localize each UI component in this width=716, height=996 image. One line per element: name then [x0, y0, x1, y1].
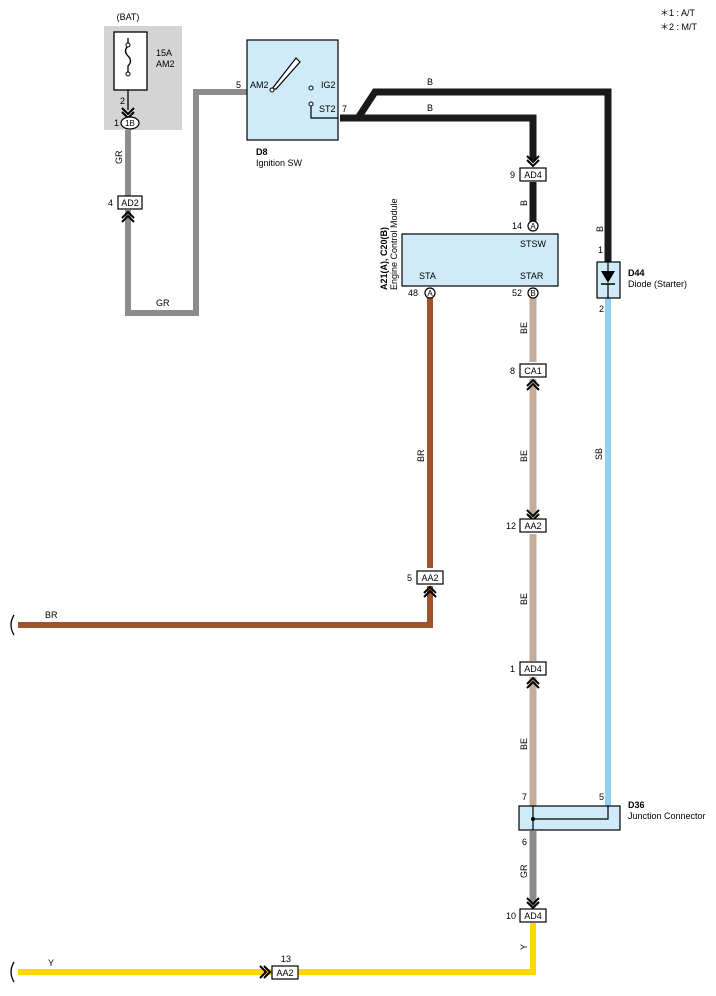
connector-aa2-be	[519, 518, 547, 533]
connector-aa2-y-pin: 13	[281, 954, 291, 964]
ignition-lever-icon	[270, 57, 301, 90]
fuse-icon	[124, 38, 132, 74]
wire-label-gr-bottom: GR	[156, 298, 170, 308]
connector-ad4-mid	[519, 661, 547, 676]
fuse-rating: 15A	[156, 48, 172, 58]
diode-pin-in: 1	[598, 245, 603, 255]
ignition-term-ig2: IG2	[321, 80, 336, 90]
ignition-term-st2: ST2	[319, 104, 336, 114]
connector-ad2	[117, 195, 143, 210]
connector-ad4-top	[519, 167, 547, 182]
connector-aa2-br-code: AA2	[421, 573, 438, 583]
ignition-id: D8	[256, 147, 268, 157]
ecm-name: Engine Control Module	[389, 198, 399, 290]
ecm-conn-star	[527, 287, 539, 299]
ecm-term-stsw: STSW	[520, 239, 547, 249]
ecm-block	[401, 233, 559, 287]
aa2-y-chevron-icon	[259, 965, 272, 979]
ecm-conn-star-code: B	[530, 289, 535, 298]
ad4-bot-chevron-icon	[526, 897, 540, 910]
fuse-name: AM2	[156, 59, 175, 69]
connector-aa2-be-code: AA2	[524, 521, 541, 531]
wire-label-b-lower: B	[427, 103, 433, 113]
ignition-pin-st2: 7	[342, 104, 347, 114]
connector-ad4-top-code: AD4	[524, 170, 542, 180]
connector-ad4-top-pin: 9	[510, 170, 515, 180]
ecm-pin-star: 52	[512, 288, 522, 298]
wire-label-b-upper: B	[427, 77, 433, 87]
connector-ca1-code: CA1	[524, 366, 542, 376]
ad2-chevron-icon	[121, 210, 135, 223]
ecm-conn-sta	[424, 287, 436, 299]
connector-ad4-mid-code: AD4	[524, 664, 542, 674]
wire-y	[298, 923, 536, 975]
ignition-term-am2: AM2	[250, 80, 269, 90]
wire-gr-loop	[125, 89, 247, 316]
junction-name: Junction Connector	[628, 811, 706, 821]
battery-conn-code: 1B	[125, 119, 135, 128]
ecm-id: A21(A), C20(B)	[379, 227, 389, 290]
connector-aa2-be-pin: 12	[506, 521, 516, 531]
wire-label-be-2: BE	[519, 450, 529, 462]
wire-label-b-diode: B	[595, 226, 605, 232]
wire-br-lower	[18, 586, 433, 628]
battery-label: (BAT)	[117, 12, 140, 22]
junction-pin-7: 7	[522, 792, 527, 802]
ecm-term-sta: STA	[419, 271, 436, 281]
junction-pin-6: 6	[522, 837, 527, 847]
connector-ca1-pin: 8	[510, 366, 515, 376]
wire-label-br-vert: BR	[416, 449, 426, 462]
connector-aa2-y-code: AA2	[276, 968, 293, 978]
ignition-name: Ignition SW	[256, 158, 303, 168]
ecm-conn-sta-code: A	[427, 289, 433, 298]
connector-ad4-bot-pin: 10	[506, 911, 516, 921]
wire-label-y-horiz: Y	[48, 958, 54, 968]
connector-ca1	[519, 363, 547, 378]
connector-ad4-bot	[519, 908, 547, 923]
wire-break-y	[10, 961, 15, 983]
legend-note-2: ＊2 : M/T	[660, 22, 698, 32]
connector-aa2-y	[271, 965, 299, 980]
aa2-br-chevron-icon	[423, 585, 437, 598]
diode-pin-out: 2	[599, 304, 604, 314]
battery-connector	[120, 116, 140, 130]
battery-pin-top: 2	[120, 96, 125, 106]
connector-ad2-code: AD2	[121, 198, 139, 208]
junction-block	[518, 805, 621, 831]
ecm-pin-stsw: 14	[512, 221, 522, 231]
wire-break-br	[10, 614, 15, 636]
ignition-pin-am2: 5	[236, 80, 241, 90]
wire-label-be-4: BE	[519, 738, 529, 750]
junction-pin-5: 5	[599, 792, 604, 802]
wire-label-be-1: BE	[519, 322, 529, 334]
wire-label-gr-junction: GR	[519, 864, 529, 878]
diode-id: D44	[628, 268, 645, 278]
ecm-conn-stsw	[527, 220, 539, 232]
ecm-conn-stsw-code: A	[530, 222, 536, 231]
diode-icon	[601, 271, 615, 283]
wire-label-br-horiz: BR	[45, 610, 58, 620]
connector-ad4-bot-code: AD4	[524, 911, 542, 921]
junction-id: D36	[628, 800, 645, 810]
connector-aa2-br-pin: 5	[407, 573, 412, 583]
ad4-top-chevron-icon	[526, 155, 540, 168]
battery-pin-conn: 1	[114, 118, 119, 128]
ignition-switch	[246, 39, 339, 141]
wire-b-lower	[340, 114, 537, 160]
ca1-chevron-icon	[526, 378, 540, 391]
wire-label-sb: SB	[594, 448, 604, 460]
wire-label-gr-vert: GR	[114, 150, 124, 164]
wire-label-y-vert: Y	[519, 944, 529, 950]
connector-ad2-pin: 4	[108, 198, 113, 208]
connector-aa2-br	[416, 570, 444, 585]
wire-label-b-to-ad4: B	[519, 200, 529, 206]
ad4-mid-chevron-icon	[526, 676, 540, 689]
ecm-term-star: STAR	[520, 271, 544, 281]
connector-ad4-mid-pin: 1	[510, 664, 515, 674]
diode-name: Diode (Starter)	[628, 279, 687, 289]
wire-label-be-3: BE	[519, 593, 529, 605]
ecm-pin-sta: 48	[408, 288, 418, 298]
legend-note-1: ＊1 : A/T	[660, 8, 696, 18]
